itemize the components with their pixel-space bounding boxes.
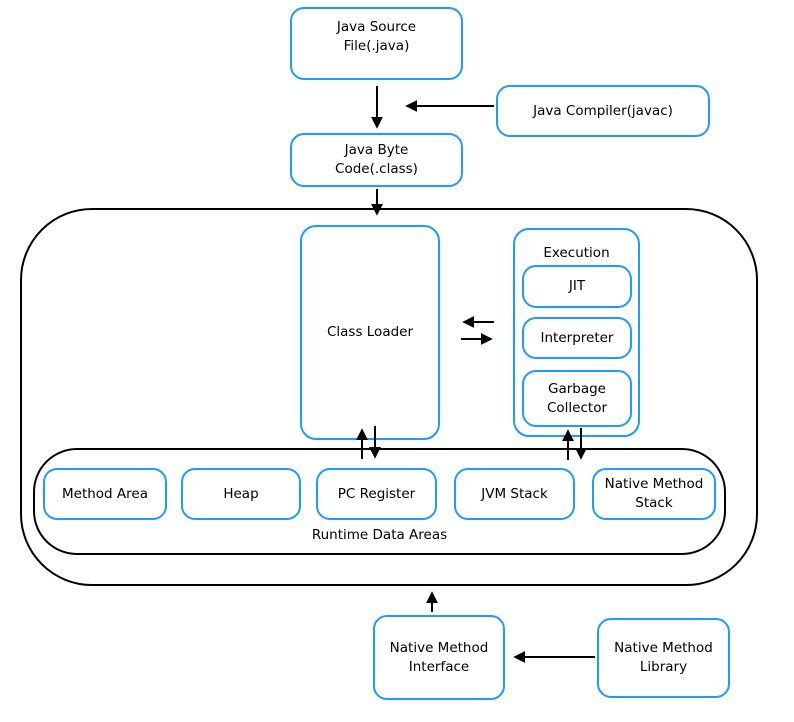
native-method-interface-label-line2: Interface: [408, 658, 470, 675]
class-loader-label: Class Loader: [326, 324, 414, 341]
native-method-stack-node: Native Method Stack: [592, 468, 716, 520]
garbage-collector-label-line2: Collector: [546, 399, 608, 416]
method-area-label: Method Area: [62, 485, 148, 502]
runtime-data-areas-label: Runtime Data Areas: [311, 527, 448, 543]
pc-register-label: PC Register: [337, 485, 416, 502]
heap-node: Heap: [181, 468, 301, 520]
java-source-file-node: Java Source File(.java): [290, 7, 463, 80]
interpreter-node: Interpreter: [522, 317, 632, 359]
java-byte-code-node: Java Byte Code(.class): [290, 133, 463, 187]
heap-label: Heap: [223, 485, 259, 502]
garbage-collector-label-line1: Garbage: [547, 380, 606, 397]
native-method-library-node: Native Method Library: [597, 618, 730, 698]
interpreter-label: Interpreter: [540, 329, 614, 346]
java-compiler-label: Java Compiler(javac): [533, 102, 673, 119]
method-area-node: Method Area: [43, 468, 167, 520]
java-byte-code-label-line1: Java Byte: [344, 142, 409, 159]
native-method-interface-node: Native Method Interface: [373, 615, 505, 700]
java-compiler-node: Java Compiler(javac): [496, 85, 710, 137]
jit-node: JIT: [522, 265, 632, 308]
jit-label: JIT: [568, 278, 586, 295]
jvm-stack-node: JVM Stack: [454, 468, 575, 520]
garbage-collector-node: Garbage Collector: [522, 370, 632, 427]
class-loader-node: Class Loader: [300, 225, 440, 440]
jvm-container: [20, 208, 758, 586]
native-method-stack-label: Native Method Stack: [604, 476, 704, 511]
native-method-library-label-line2: Library: [639, 659, 688, 675]
execution-label: Execution: [543, 245, 610, 261]
pc-register-node: PC Register: [316, 468, 437, 520]
java-byte-code-label-line2: Code(.class): [335, 161, 418, 177]
jvm-stack-label: JVM Stack: [481, 485, 548, 502]
java-source-file-label-line1: Java Source: [336, 19, 417, 35]
java-source-file-label-line2: File(.java): [343, 37, 410, 54]
native-method-library-label-line1: Native Method: [614, 640, 713, 657]
native-method-interface-label-line1: Native Method: [389, 639, 489, 656]
